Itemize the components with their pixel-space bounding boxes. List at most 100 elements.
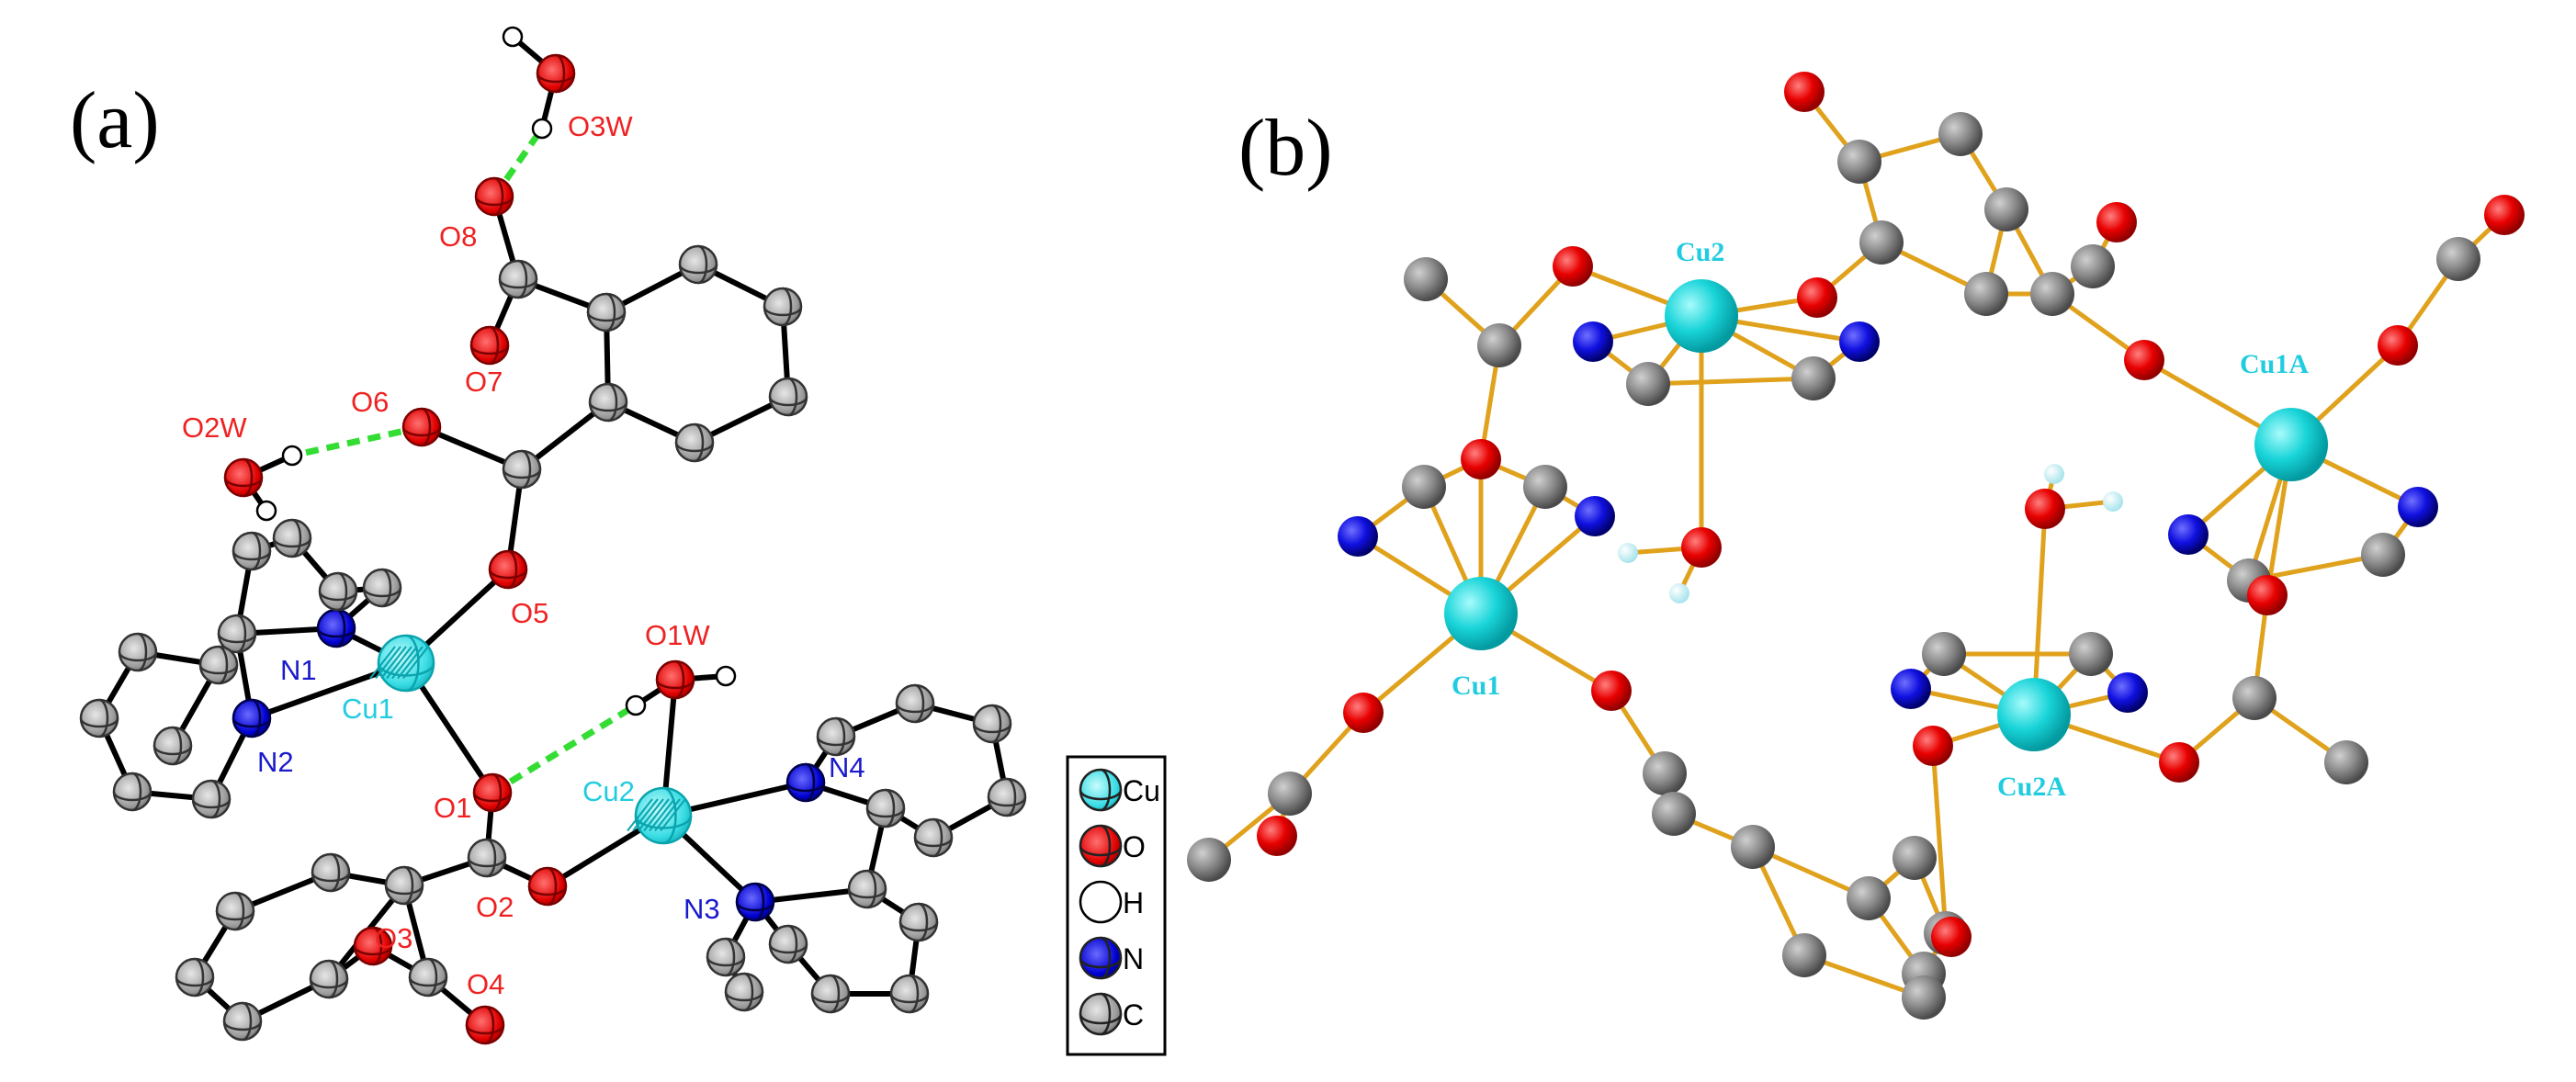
atom-c [706, 937, 746, 977]
atom-c [1892, 836, 1937, 880]
atom-c [2069, 632, 2113, 676]
atom-label-n1: N1 [280, 654, 317, 686]
atom-h [625, 694, 647, 716]
legend-swatch-cu [1079, 768, 1123, 812]
hydrogen-bonds [291, 126, 638, 795]
legend-item-c: C [1079, 992, 1144, 1036]
atom-o [1913, 726, 1953, 766]
atom-c [1791, 356, 1836, 400]
atom-o [1931, 917, 1972, 957]
atom-c [913, 817, 954, 858]
atom-c [972, 704, 1012, 744]
atom-o [536, 53, 576, 94]
atom-o [469, 325, 510, 366]
atom-c [222, 1001, 263, 1042]
atom-c [763, 287, 803, 327]
atom-h [281, 445, 303, 467]
atom-c [588, 382, 628, 423]
atom-label-n2: N2 [257, 746, 294, 778]
atom-c [724, 972, 764, 1012]
atom-c [1782, 933, 1826, 977]
atom-label-o2w: O2W [182, 411, 247, 444]
atom-h [2044, 464, 2064, 484]
atom-o [1681, 527, 1722, 568]
atom-o [465, 1005, 505, 1045]
atom-c [118, 632, 158, 672]
atom-n [1891, 669, 1931, 709]
atom-o [2378, 325, 2418, 366]
legend-item-h: H [1079, 880, 1144, 924]
atom-c [272, 518, 312, 558]
atom-o [401, 407, 442, 447]
atom-label-cu2a: Cu2A [1997, 772, 2066, 802]
atom-c [175, 957, 215, 997]
legend-item-cu: Cu [1079, 768, 1160, 812]
atom-o [2025, 489, 2065, 529]
atom-c [153, 726, 193, 766]
atom-c [362, 568, 402, 608]
atom-o [474, 176, 514, 217]
atom-label-o1: O1 [434, 792, 471, 824]
atom-c [2361, 533, 2405, 577]
atom-o [2124, 340, 2164, 380]
atom-n [1839, 321, 1880, 362]
atom-cu [1997, 678, 2071, 751]
atom-o [1797, 277, 1837, 318]
atom-c [1847, 876, 1891, 920]
atom-c [1837, 140, 1881, 184]
atom-c [2030, 272, 2074, 316]
atom-c [1187, 838, 1231, 882]
atom-o [353, 926, 393, 966]
atom-cu [2254, 408, 2328, 481]
atom-c [674, 423, 715, 463]
atom-c [987, 777, 1027, 817]
atom-c [309, 959, 349, 999]
atom-label-n4: N4 [829, 751, 865, 783]
atom-c [1902, 975, 1946, 1020]
panel-b-label: (b) [1238, 104, 1333, 193]
legend-item-o: O [1079, 824, 1146, 868]
bonds-panel-b [1206, 89, 2507, 1000]
atom-h [715, 665, 737, 687]
atom-h [1618, 543, 1638, 563]
atom-c [768, 377, 808, 417]
atom-n [2398, 487, 2438, 527]
legend-swatch-h [1079, 880, 1123, 924]
atom-c [232, 531, 272, 571]
atom-n [316, 608, 356, 648]
atom-label-o6: O6 [351, 386, 389, 418]
atom-cu [369, 634, 435, 693]
atom-n [2107, 672, 2148, 713]
legend-item-n: N [1079, 936, 1144, 980]
atom-label-o5: O5 [511, 597, 548, 629]
atom-o [1343, 693, 1384, 733]
atom-o [472, 772, 513, 813]
atom-c [816, 716, 856, 757]
atom-n [1573, 321, 1613, 362]
atom-c [1922, 632, 1966, 676]
legend-label-o: O [1123, 830, 1146, 863]
atom-c [467, 838, 507, 878]
atom-c [1523, 465, 1567, 509]
atom-c [2071, 244, 2115, 288]
legend-swatch-n [1079, 936, 1123, 980]
atom-c [1477, 323, 1521, 367]
atom-n [785, 762, 826, 803]
atom-h [531, 118, 553, 140]
atoms-panel-b [1187, 72, 2525, 1020]
atom-o [1461, 439, 1501, 479]
atom-c [1984, 187, 2028, 231]
atom-c [498, 259, 538, 299]
atom-o [655, 659, 695, 700]
atom-c [318, 571, 358, 612]
atom-c [2436, 237, 2480, 281]
atoms-panel-a [79, 26, 1027, 1045]
atom-o [223, 457, 264, 498]
atom-o [527, 866, 568, 907]
hydrogen-bond [291, 423, 423, 459]
atom-c [112, 772, 153, 812]
atom-label-o2: O2 [476, 891, 514, 923]
